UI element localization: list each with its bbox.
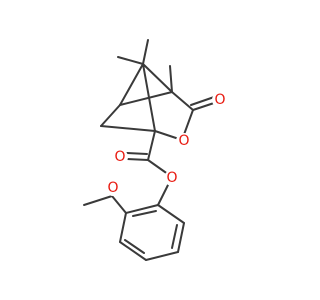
bond-aryl-inner-1 <box>171 224 178 249</box>
bond-methyl-top <box>169 65 173 93</box>
atom-label: O <box>114 149 125 165</box>
atom-ester-oxygen: O <box>164 170 180 186</box>
bond-to-carbonyl-carbon <box>171 91 194 111</box>
bond-methyl-a <box>117 56 144 65</box>
atom-label: O <box>214 92 225 108</box>
bond-aryl-inner-2 <box>124 239 145 254</box>
atom-methoxy-oxygen: O <box>105 180 121 196</box>
bond-aryl-5 <box>119 212 127 243</box>
bond-methyl-b <box>142 39 149 65</box>
bond-aryl-4 <box>119 241 147 261</box>
atom-label: O <box>166 170 177 186</box>
bond-ring-upper <box>119 91 173 106</box>
bond-layer <box>83 39 221 261</box>
bond-ring-left-bottom <box>100 125 156 132</box>
bond-bridge-right <box>142 63 173 93</box>
atom-layer: O O O O O <box>105 92 228 196</box>
atom-carbonyl-oxygen-lactone: O <box>212 92 228 108</box>
bond-ester-co-2 <box>126 152 148 155</box>
bond-aryl-3 <box>145 251 179 261</box>
bond-methoxy-o-to-methyl <box>83 195 113 206</box>
atom-carbonyl-oxygen-ester: O <box>112 149 128 165</box>
bond-ring-left-top <box>100 104 121 127</box>
bond-aryl-to-methoxy-o <box>111 195 127 214</box>
bond-aryl-1 <box>157 204 185 224</box>
bond-bridgehead-to-ester-carbon <box>147 130 156 161</box>
bond-aryl-2 <box>177 222 185 253</box>
bond-aryl-6 <box>125 204 159 214</box>
molecule-diagram: O O O O O <box>83 39 228 261</box>
atom-label: O <box>178 133 189 149</box>
bond-bridge-left <box>119 63 144 106</box>
atom-ring-oxygen-lactone: O <box>176 133 192 149</box>
bond-aryl-inner-3 <box>132 210 157 217</box>
bond-ester-co-1 <box>126 158 149 161</box>
atom-label: O <box>107 180 118 196</box>
